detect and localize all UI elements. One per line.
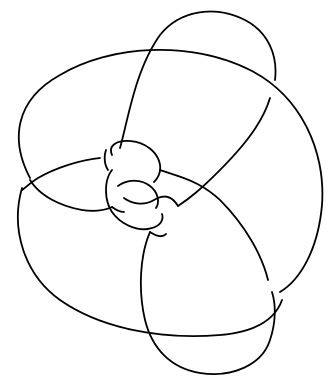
left-petal-bottom — [30, 180, 112, 211]
top-petal-right — [178, 98, 270, 206]
outer-arc-lower — [18, 188, 282, 336]
top-petal-left — [120, 12, 276, 148]
center-link-right — [150, 232, 166, 236]
bottom-petal-right — [178, 176, 268, 280]
center-link-left — [105, 150, 108, 170]
center-link-mid — [112, 207, 124, 212]
center-link-top — [160, 170, 178, 176]
center-inner-tail — [124, 197, 178, 206]
bottom-petal-left — [141, 232, 275, 374]
outer-arc-upper — [19, 50, 323, 292]
center-ring-upper — [111, 141, 160, 182]
